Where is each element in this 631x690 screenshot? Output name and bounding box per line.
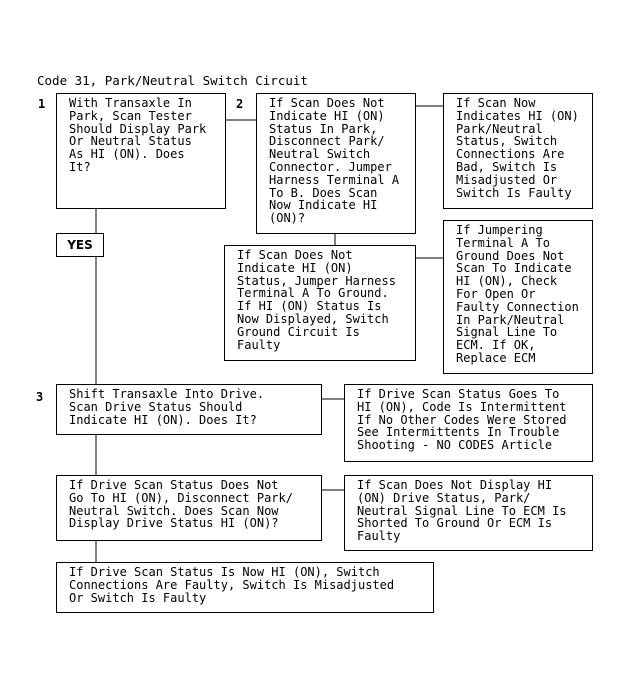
box-check-signal-line: If Jumpering Terminal A To Ground Does N…	[443, 220, 593, 374]
box-step3-drive-status: Shift Transaxle Into Drive. Scan Drive S…	[56, 384, 322, 435]
box-switch-faulty: If Drive Scan Status Is Now HI (ON), Swi…	[56, 562, 434, 613]
step-number-3: 3	[36, 390, 44, 404]
yes-label: YES	[56, 233, 104, 257]
box-step2-disconnect-switch: If Scan Does Not Indicate HI (ON) Status…	[256, 93, 416, 234]
step-number-1: 1	[38, 97, 46, 111]
box-step1-park-status: With Transaxle In Park, Scan Tester Shou…	[56, 93, 226, 209]
box-code-intermittent: If Drive Scan Status Goes To HI (ON), Co…	[344, 384, 593, 462]
box-signal-line-shorted: If Scan Does Not Display HI (ON) Drive S…	[344, 475, 593, 551]
box-switch-bad: If Scan Now Indicates HI (ON) Park/Neutr…	[443, 93, 593, 209]
diagram-title: Code 31, Park/Neutral Switch Circuit	[37, 73, 308, 88]
box-jumper-ground: If Scan Does Not Indicate HI (ON) Status…	[224, 245, 416, 361]
step-number-2: 2	[236, 97, 244, 111]
box-drive-not-hi: If Drive Scan Status Does Not Go To HI (…	[56, 475, 322, 541]
